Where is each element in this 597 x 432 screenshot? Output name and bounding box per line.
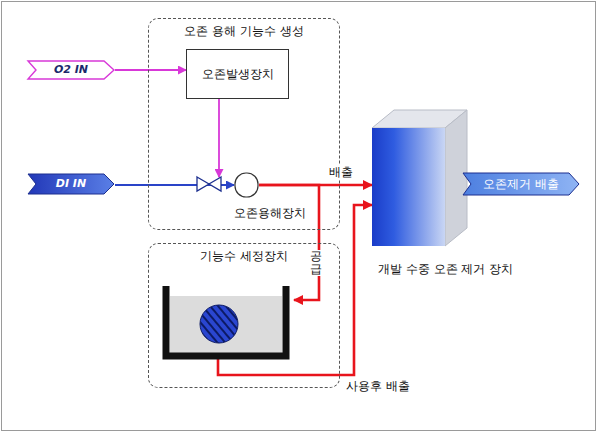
edge-label: 공급 [309,250,323,276]
capsule-body [235,173,258,197]
node-label: DI IN [56,177,86,190]
node-label: 오존발생장치 [202,67,274,81]
tank-wall [166,286,286,356]
input-arrow: DI IN [27,173,115,195]
wafer-disc [200,305,238,343]
arrow-shape [28,174,114,194]
device-label: 오존용해장치 [234,206,306,220]
arrow-shape [28,61,114,79]
process-box: 오존발생장치 [186,49,289,99]
tank-water [170,296,282,353]
node-label: 오존제거 배출 [483,177,559,191]
edge-label: 배출 [328,165,354,179]
device-side [445,110,467,246]
input-arrow: O2 IN [27,60,115,80]
dissolver-tank: 오존용해장치 [234,172,259,198]
node-label: O2 IN [54,63,88,76]
arrow-shape [463,173,579,195]
output-arrow: 오존제거 배출 [462,172,580,196]
group-box: 오존 용해 기능수 생성오존발생장치오존용해장치 [148,18,340,230]
device-outline [372,110,467,246]
edge-label: 사용후 배출 [345,379,411,393]
ozone-removal-device: 개발 수중 오존 제거 장치 [372,110,467,246]
device-label: 개발 수중 오존 제거 장치 [378,262,513,276]
capsule-outline [234,172,259,198]
group-heading: 오존 용해 기능수 생성 [149,24,339,38]
flow-line [115,69,186,71]
device-front [372,128,445,246]
venturi-symbol [197,177,221,191]
flow-line [218,99,220,177]
